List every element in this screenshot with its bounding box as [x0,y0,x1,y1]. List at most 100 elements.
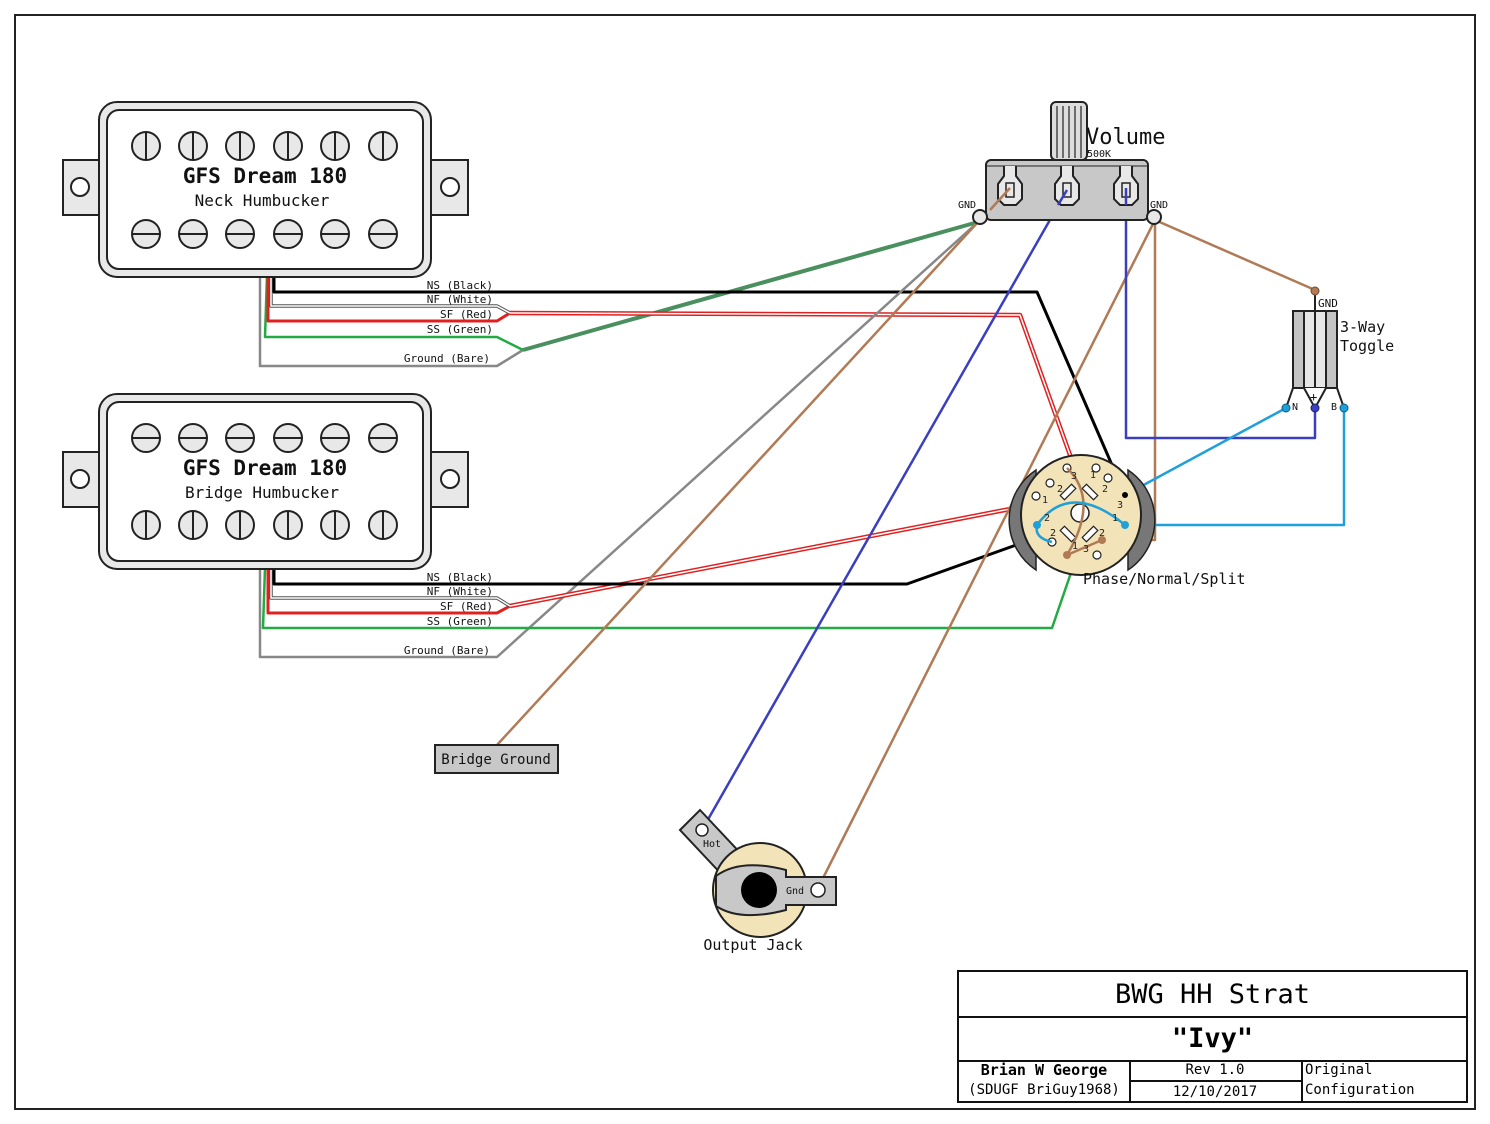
volume-label: Volume [1086,125,1165,150]
neck-wire-ns-black [272,275,1127,496]
toggle-gnd-label: GND [1318,297,1338,310]
svg-text:1: 1 [1112,513,1118,524]
revision: Rev 1.0 [1129,1060,1301,1082]
jack-gnd-label: Gnd [786,886,804,897]
pot-gnd-lug-right [1146,209,1162,225]
pot-gnd-label-right: GND [1150,200,1168,211]
jack-hot-label: Hot [703,839,721,850]
jack-gnd-wire [816,219,1157,889]
wire-label: SF (Red) [440,308,493,321]
pole-pieces-slotted-vertical [131,131,398,161]
wire-label: NF (White) [427,293,493,306]
toggle-label-line1: 3-Way [1340,318,1385,336]
revision-cell: Rev 1.0 12/10/2017 [1129,1060,1303,1101]
author-cell: Brian W George (SDUGF BriGuy1968) [959,1060,1131,1101]
toggle-lug-n [1281,403,1291,413]
toggle-label-line2: Toggle [1340,337,1394,355]
screw-hole-icon [440,469,460,489]
knurling-icon [1056,106,1082,158]
neck-pickup-brand: GFS Dream 180 [183,164,347,188]
bridge-pickup-brand: GFS Dream 180 [183,456,347,480]
neck-wire-sf-red [266,275,511,323]
svg-text:1: 1 [1090,470,1096,481]
drawing-title: BWG HH Strat [959,972,1466,1018]
wire-label: NS (Black) [427,279,493,292]
svg-text:3: 3 [1071,471,1077,482]
pot-lugs [997,166,1139,206]
toggle-lug-common [1310,403,1320,413]
notes-cell: Original Configuration [1301,1060,1470,1101]
switch-center-hole [1070,503,1090,523]
bridge-ground-box [434,744,559,774]
notes-line1: Original [1305,1062,1373,1078]
wire-label: NS (Black) [427,571,493,584]
volume-pot [972,101,1162,225]
author-handle: (SDUGF BriGuy1968) [968,1082,1120,1098]
svg-text:2: 2 [1057,484,1063,495]
jack-socket [741,872,777,908]
wire-label: SS (Green) [427,615,493,628]
drawing-subtitle: "Ivy" [959,1016,1466,1062]
neck-redwhite-to-switch-outline [509,310,1083,484]
output-jack-label: Output Jack [703,936,802,954]
toggle-lug-b [1339,403,1349,413]
revision-date: 12/10/2017 [1172,1084,1258,1100]
bridge-ground-label: Bridge Ground [441,752,551,768]
author-name: Brian W George [980,1061,1108,1079]
svg-text:2: 2 [1102,484,1108,495]
wire-label: SS (Green) [427,323,493,336]
svg-text:1: 1 [1042,495,1048,506]
switch-common-lugs [1059,483,1099,543]
toggle-lug-n-label: N [1292,402,1298,413]
neck-wire-ss-green [263,274,524,352]
toggle-lug-common-label: + [1310,390,1317,404]
svg-text:2: 2 [1050,528,1056,539]
bridge-humbucker [62,393,469,570]
sheet-border [14,14,1476,1110]
neck-wire-labels: NS (Black) NF (White) SF (Red) SS (Green… [404,279,493,365]
output-jack [678,808,837,938]
bridge-pickup-position: Bridge Humbucker [185,483,339,502]
volume-value: 500K [1087,149,1111,160]
neck-green-ground-to-pot [522,220,979,352]
toggle-b-to-switch [1125,408,1346,527]
bridge-wire-ss-green [261,531,1087,630]
switch-label: Phase/Normal/Split [1083,570,1246,588]
svg-text:1: 1 [1072,541,1078,552]
jack-hot-to-pot-wiper [700,189,1069,831]
screw-hole-icon [70,469,90,489]
bridge-wire-nf-white [270,568,511,607]
pole-pieces-slotted-horizontal [131,219,398,249]
pot-gnd-label-left: GND [958,200,976,211]
svg-text:3: 3 [1083,544,1089,555]
bridge-redwhite-to-switch [509,496,1073,607]
svg-text:2: 2 [1099,528,1105,539]
screw-hole-icon [440,177,460,197]
svg-text:2: 2 [1044,513,1050,524]
neck-pickup-position: Neck Humbucker [195,191,330,210]
neck-humbucker [62,101,469,278]
toggle-lug-b-label: B [1331,402,1337,413]
svg-text:3: 3 [1117,500,1123,511]
toggle-n-to-switch [1124,406,1287,497]
title-block: BWG HH Strat "Ivy" Brian W George (SDUGF… [957,970,1468,1103]
notes-line2: Configuration [1305,1082,1415,1098]
bridge-ground-wire [496,221,979,746]
wire-label: NF (White) [427,585,493,598]
wire-label: Ground (Bare) [404,352,490,365]
pole-pieces-slotted-horizontal [131,423,398,453]
screw-hole-icon [70,177,90,197]
bridge-wire-labels: NS (Black) NF (White) SF (Red) SS (Green… [404,571,493,657]
pot-input-to-toggle-common [1124,190,1317,440]
wire-label: SF (Red) [440,600,493,613]
three-way-toggle [1281,286,1349,413]
neck-wire-nf-white [270,275,511,314]
wire-label: Ground (Bare) [404,644,490,657]
bridge-wire-sf-red [266,568,511,615]
pot-gnd-to-toggle [1154,218,1316,292]
neck-redwhite-to-switch [509,312,1081,484]
bridge-wire-ns-black [272,523,1073,586]
